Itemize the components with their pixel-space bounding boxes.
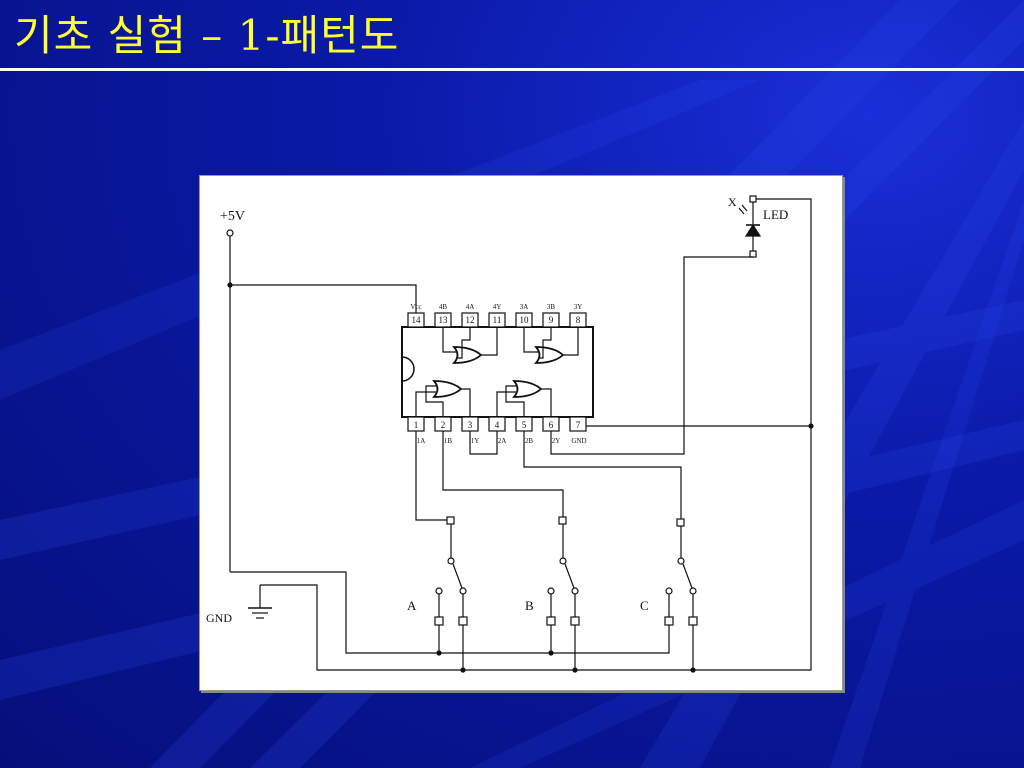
supply-label: +5V <box>220 209 245 224</box>
pin-name: 2B <box>525 437 534 445</box>
pin-name: 1A <box>417 437 426 445</box>
circuit-diagram: +5V 14 13 12 11 10 9 8 Vcc 4B 4A <box>206 195 814 673</box>
circuit-diagram-panel: +5V 14 13 12 11 10 9 8 Vcc 4B 4A <box>199 175 843 691</box>
output-label: X <box>728 195 737 209</box>
pin-name: 1B <box>444 437 453 445</box>
led-icon <box>738 202 762 251</box>
pin-number: 10 <box>520 315 530 325</box>
supply-to-switch-c-wire <box>230 571 670 654</box>
supply-bus-junction <box>548 650 554 656</box>
ground-bus-junction <box>460 667 466 673</box>
title-divider <box>0 68 1024 71</box>
pin-7-box <box>569 416 587 432</box>
pin-number: 7 <box>576 420 581 430</box>
ground-label: GND <box>206 611 232 625</box>
pin-number: 1 <box>414 420 419 430</box>
pin-name: 4B <box>439 303 448 311</box>
ic-bottom-pins: 1 2 3 4 5 6 7 1A 1B 1Y 2A 2B 2Y GND <box>407 416 587 445</box>
supply-terminal <box>226 229 234 237</box>
pin-number: 11 <box>493 315 502 325</box>
pin-name: 3Y <box>574 303 583 311</box>
switch-a-wire <box>415 431 447 521</box>
led-label: LED <box>763 207 788 222</box>
switch-b-wire <box>442 431 564 517</box>
switch-c-wire <box>523 431 682 519</box>
pin-number: 5 <box>522 420 527 430</box>
or-gate-3 <box>523 327 579 364</box>
switch-c-label: C <box>640 598 649 613</box>
pin-number: 3 <box>468 420 473 430</box>
led-top-terminal <box>749 195 757 203</box>
pin-name: Vcc <box>410 303 421 311</box>
pin-number: 9 <box>549 315 554 325</box>
pin-number: 2 <box>441 420 446 430</box>
pin-number: 13 <box>439 315 449 325</box>
pin-number: 6 <box>549 420 554 430</box>
ic-notch <box>401 356 415 382</box>
switch-b[interactable] <box>546 516 580 670</box>
pin-number: 12 <box>466 315 475 325</box>
pin-name: 4Y <box>493 303 502 311</box>
or-gate-2 <box>496 380 552 417</box>
pin-number: 8 <box>576 315 581 325</box>
pin-14-box <box>407 312 425 328</box>
ic-top-pins: 14 13 12 11 10 9 8 Vcc 4B 4A 4Y 3A 3B 3Y <box>407 303 587 328</box>
pin-name: GND <box>571 437 586 445</box>
pin-number: 4 <box>495 420 500 430</box>
pin-name: 3B <box>547 303 556 311</box>
switch-a[interactable] <box>434 516 468 670</box>
pin-name: 1Y <box>471 437 480 445</box>
page-title: 기초 실험 – 1-패턴도 <box>14 11 400 60</box>
pin-number: 14 <box>412 315 422 325</box>
ground-icon <box>248 585 272 619</box>
switch-b-label: B <box>525 598 534 613</box>
ground-bus-junction <box>690 667 696 673</box>
or-gate-1 <box>415 380 471 417</box>
supply-bus-junction <box>436 650 442 656</box>
led-drive-wire <box>550 256 753 455</box>
ground-return-wire <box>260 198 812 671</box>
switch-c[interactable] <box>664 518 698 670</box>
vcc-wire <box>230 284 417 315</box>
switch-a-label: A <box>407 598 417 613</box>
ground-bus-junction <box>572 667 578 673</box>
pin3-pin4-link <box>469 431 498 455</box>
or-gate-4 <box>442 327 498 364</box>
pin-name: 2A <box>498 437 507 445</box>
led-bottom-terminal <box>749 250 757 258</box>
pin-name: 2Y <box>552 437 561 445</box>
pin-name: 3A <box>520 303 529 311</box>
pin-name: 4A <box>466 303 475 311</box>
